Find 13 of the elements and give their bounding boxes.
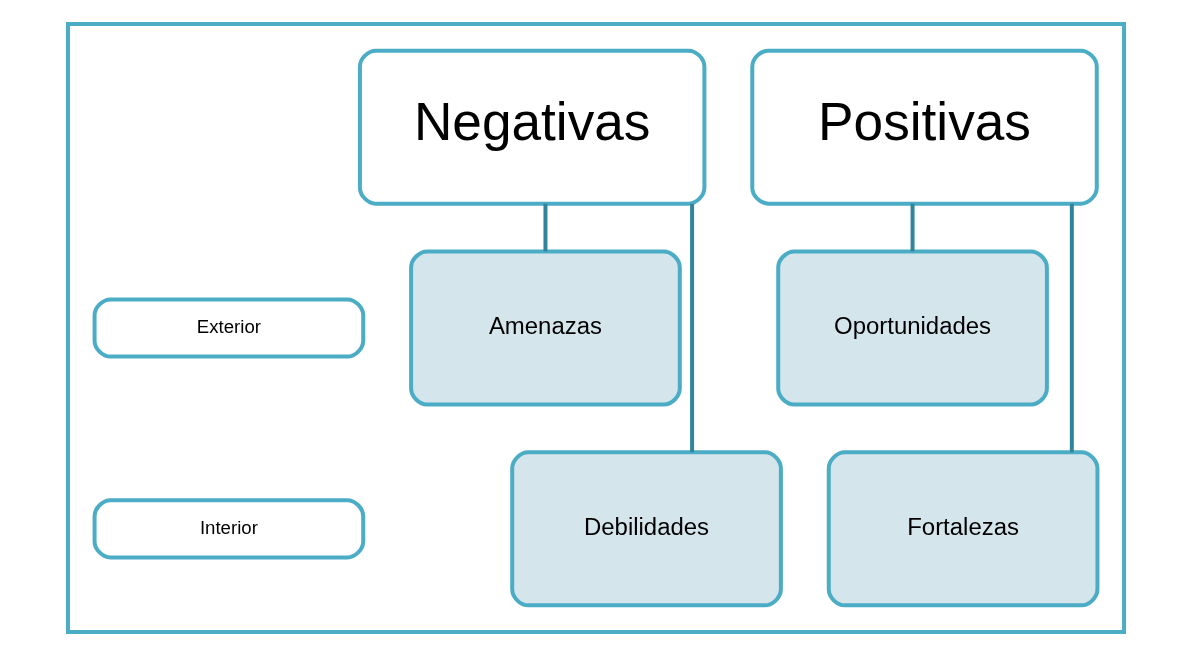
cluster <box>65 22 1126 634</box>
node-box: Fortalezas <box>826 450 1099 608</box>
node-box: Oportunidades <box>775 249 1049 407</box>
node-box: Debilidades <box>509 450 783 608</box>
connector <box>689 203 694 453</box>
connector <box>1069 203 1074 453</box>
node-box: Interior <box>92 498 365 560</box>
node-box: Exterior <box>92 297 365 359</box>
connector <box>542 203 547 252</box>
connector <box>910 203 915 252</box>
node-box: Amenazas <box>408 249 682 407</box>
node-box: Negativas <box>357 48 706 206</box>
node-box: Positivas <box>749 48 1099 206</box>
